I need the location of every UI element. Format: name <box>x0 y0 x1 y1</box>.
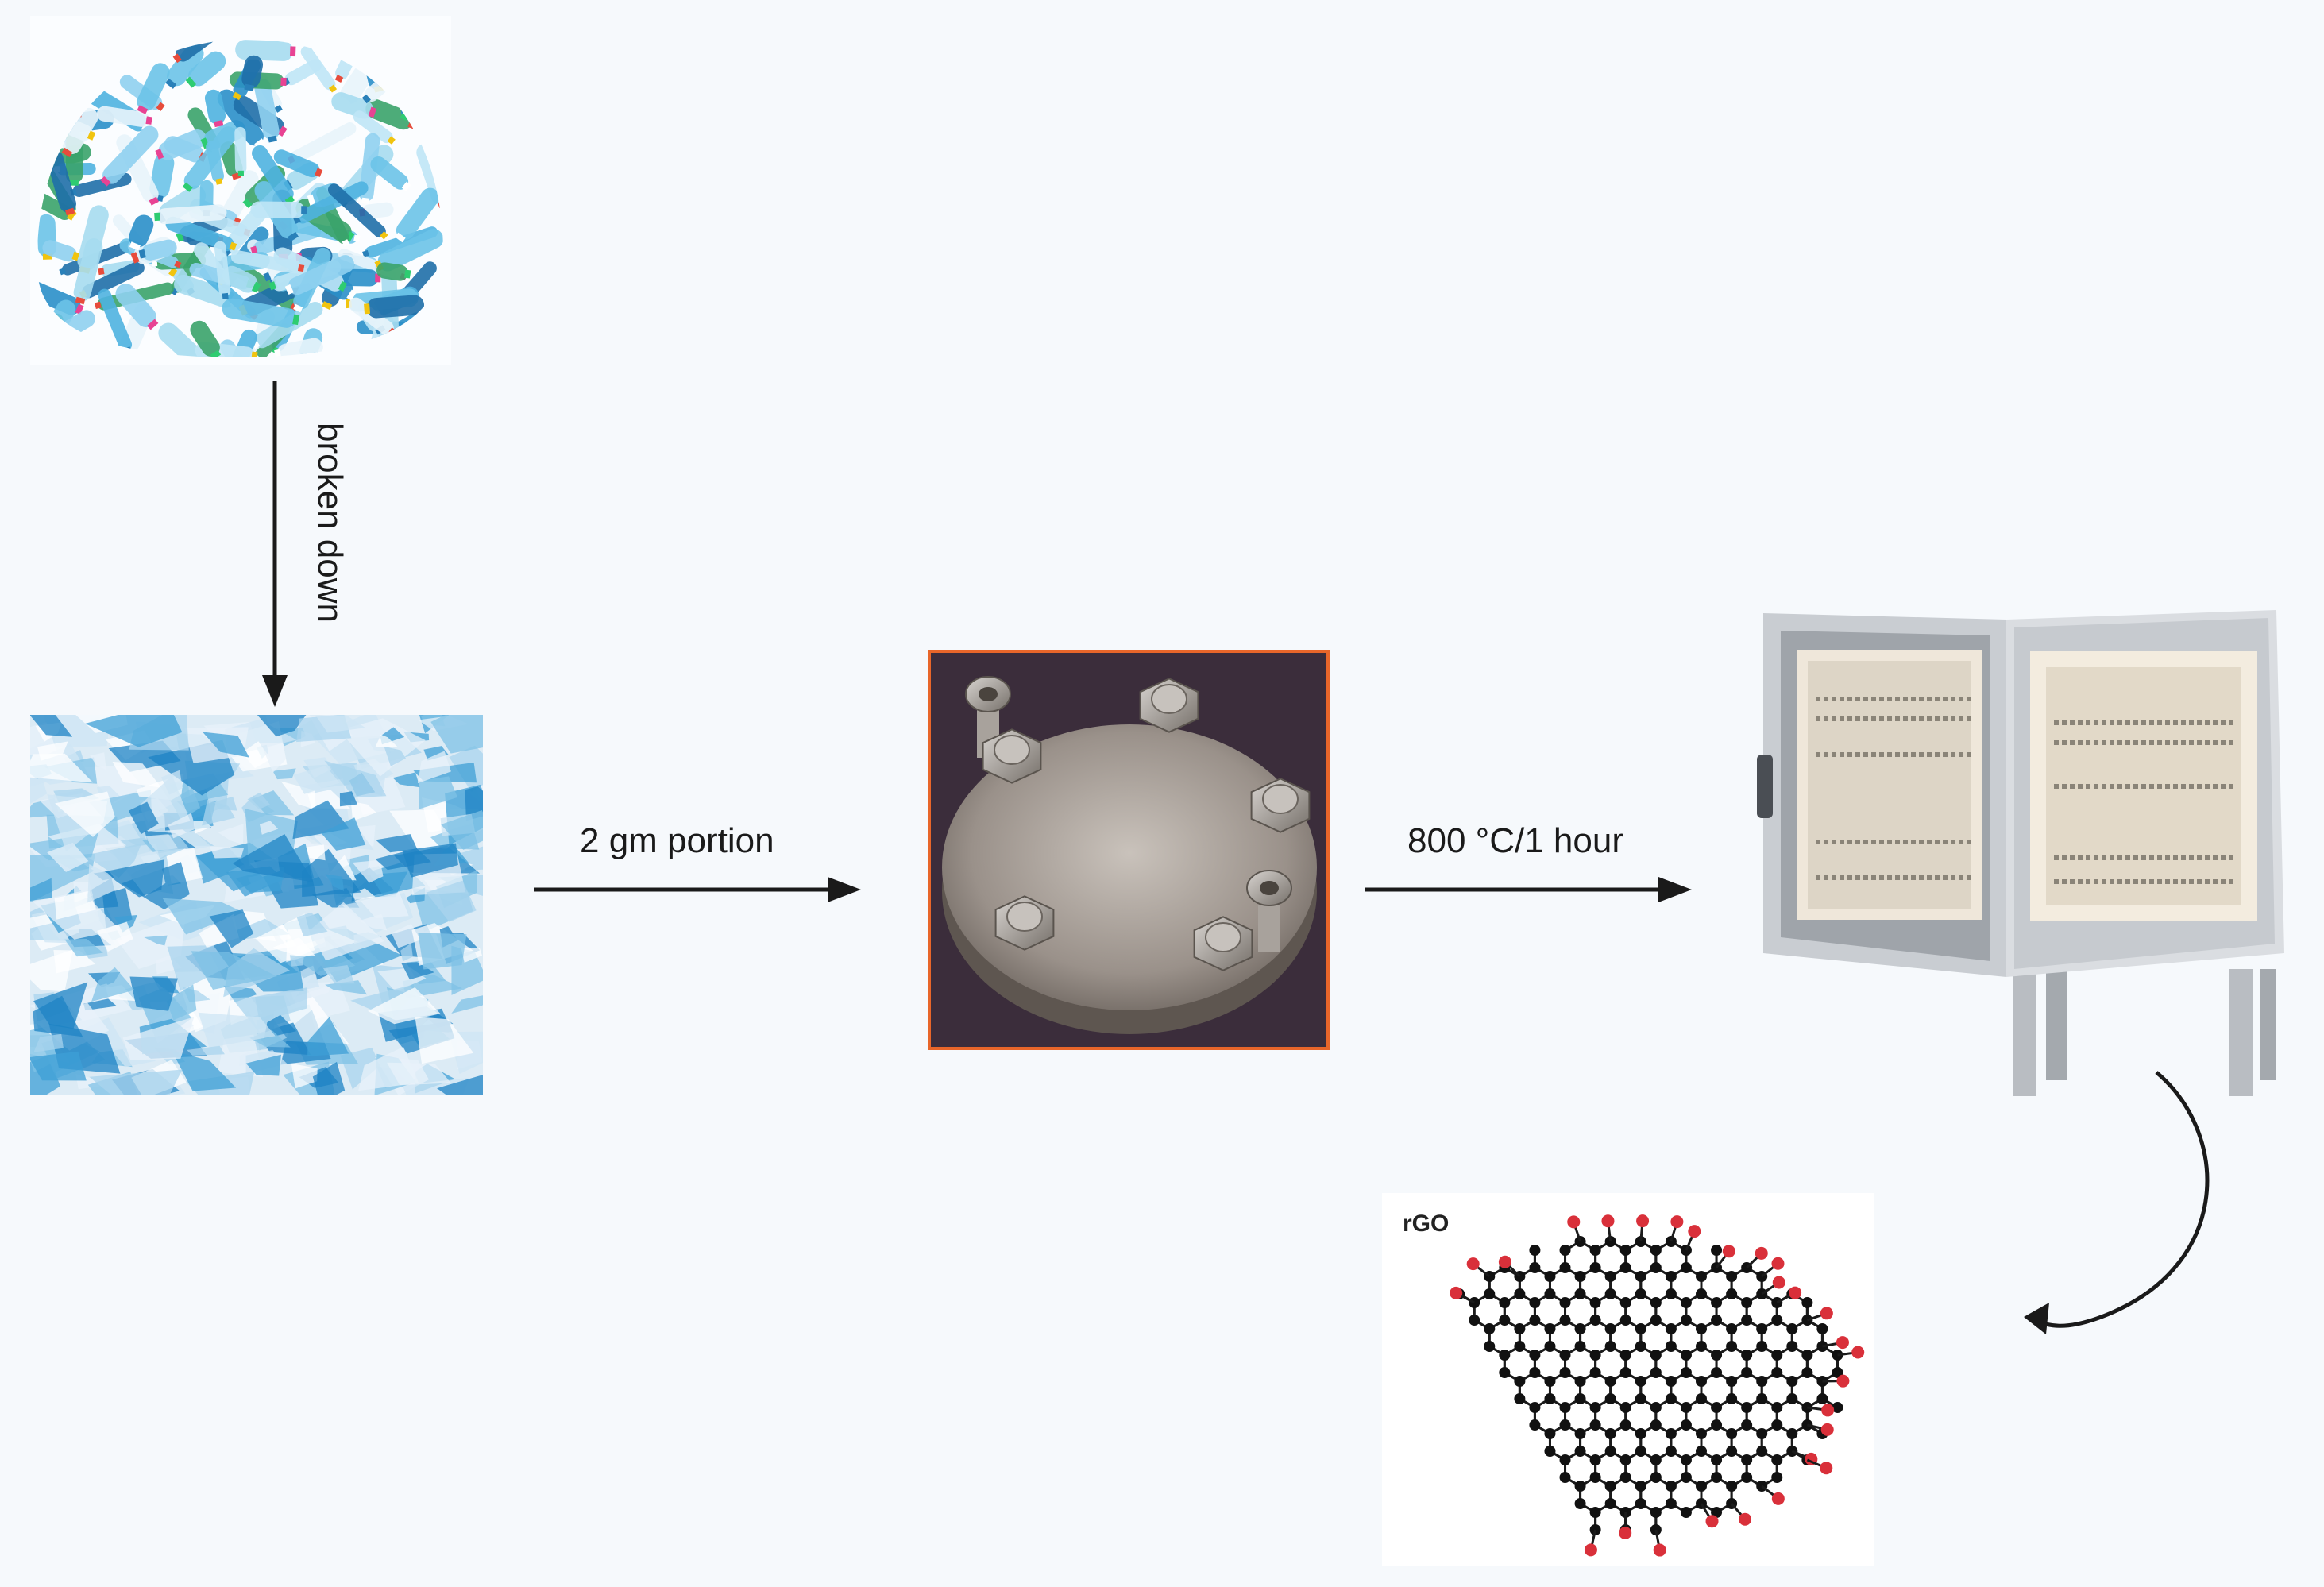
rgo-structure-image: rGO <box>1382 1193 1874 1566</box>
plastic-flakes-image <box>30 715 483 1095</box>
arrow-right-heating <box>1365 877 1692 902</box>
arrow-right-portion <box>534 877 861 902</box>
plastic-bottles-image <box>30 16 451 365</box>
heating-label: 800 °C/1 hour <box>1407 821 1623 860</box>
broken-down-label: broken down <box>311 423 349 623</box>
rgo-label: rGO <box>1403 1211 1450 1237</box>
portion-label: 2 gm portion <box>580 821 774 860</box>
steel-reactor-image <box>928 650 1330 1050</box>
muffle-furnace-image <box>1757 610 2284 1096</box>
arrow-down <box>262 381 288 707</box>
curved-arrow <box>2024 1071 2210 1334</box>
